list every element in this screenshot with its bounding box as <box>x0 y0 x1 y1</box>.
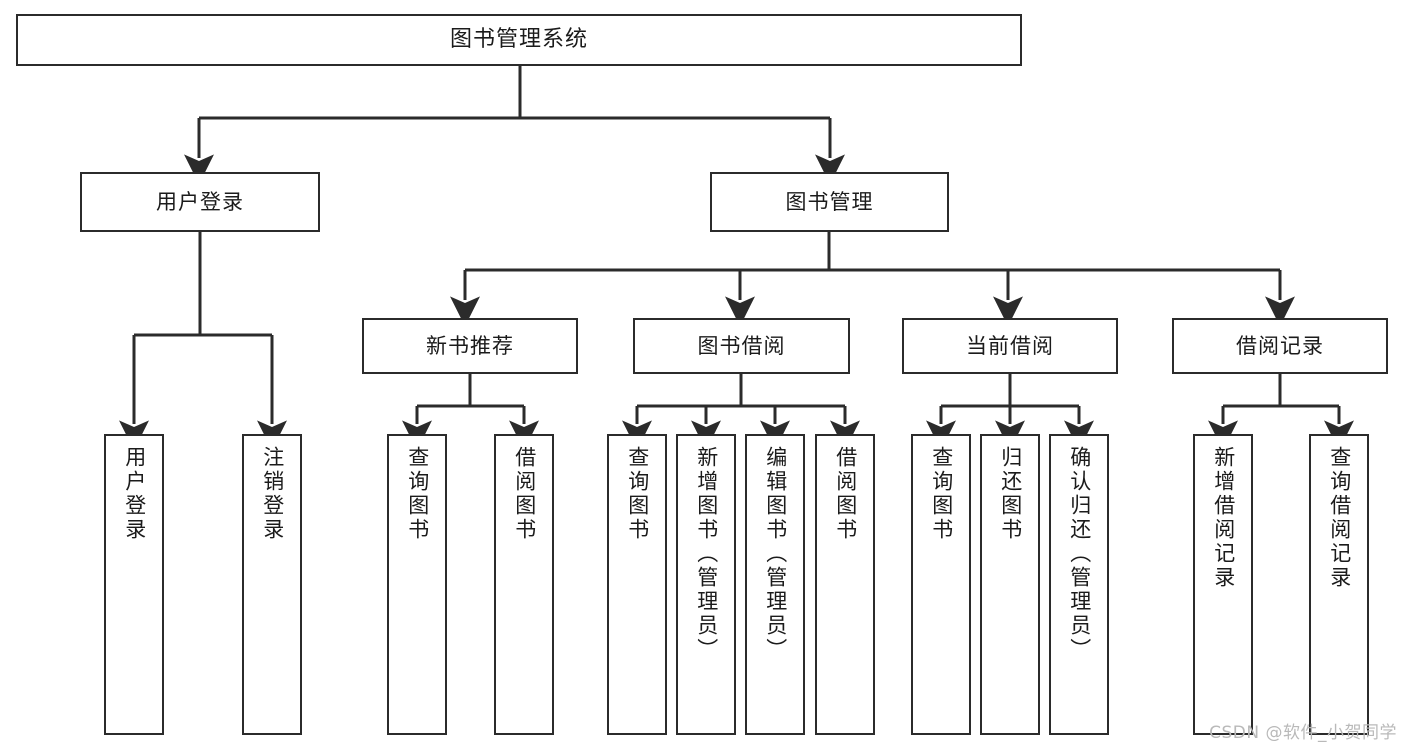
node-current-borrow-label: 当前借阅 <box>966 333 1054 358</box>
leaf-borrow-query-book[interactable]: 查询图书 <box>607 434 667 735</box>
leaf-current-confirm-return[interactable]: 确认归还（管理员） <box>1049 434 1109 735</box>
leaf-current-return-book[interactable]: 归还图书 <box>980 434 1040 735</box>
watermark: CSDN @软件_小贺同学 <box>1209 723 1397 743</box>
node-book-management[interactable]: 图书管理 <box>710 172 949 232</box>
node-book-borrow-label: 图书借阅 <box>697 333 786 358</box>
node-user-login[interactable]: 用户登录 <box>80 172 320 232</box>
leaf-borrow-edit-book-label: 编辑图书（管理员） <box>763 446 788 662</box>
leaf-record-add[interactable]: 新增借阅记录 <box>1193 434 1253 735</box>
node-current-borrow[interactable]: 当前借阅 <box>902 318 1118 374</box>
node-book-borrow[interactable]: 图书借阅 <box>633 318 850 374</box>
leaf-borrow-query-book-label: 查询图书 <box>625 446 650 542</box>
leaf-user-login[interactable]: 用户登录 <box>104 434 164 735</box>
node-root[interactable]: 图书管理系统 <box>16 14 1022 66</box>
node-user-login-label: 用户登录 <box>156 189 244 214</box>
leaf-user-logout[interactable]: 注销登录 <box>242 434 302 735</box>
leaf-borrow-add-book-label: 新增图书（管理员） <box>694 446 719 662</box>
node-book-management-label: 图书管理 <box>785 189 874 214</box>
leaf-borrow-borrow-book[interactable]: 借阅图书 <box>815 434 875 735</box>
leaf-recommend-borrow-book[interactable]: 借阅图书 <box>494 434 554 735</box>
node-borrow-record-label: 借阅记录 <box>1236 333 1324 358</box>
leaf-record-query[interactable]: 查询借阅记录 <box>1309 434 1369 735</box>
leaf-current-return-book-label: 归还图书 <box>998 446 1023 542</box>
node-new-book-recommend-label: 新书推荐 <box>426 333 514 358</box>
node-new-book-recommend[interactable]: 新书推荐 <box>362 318 578 374</box>
leaf-recommend-query-book[interactable]: 查询图书 <box>387 434 447 735</box>
leaf-recommend-query-book-label: 查询图书 <box>405 446 430 542</box>
leaf-borrow-edit-book[interactable]: 编辑图书（管理员） <box>745 434 805 735</box>
leaf-user-login-label: 用户登录 <box>122 446 147 542</box>
leaf-record-add-label: 新增借阅记录 <box>1211 446 1236 590</box>
leaf-recommend-borrow-book-label: 借阅图书 <box>512 446 537 542</box>
leaf-current-confirm-return-label: 确认归还（管理员） <box>1067 446 1092 662</box>
node-borrow-record[interactable]: 借阅记录 <box>1172 318 1388 374</box>
leaf-borrow-borrow-book-label: 借阅图书 <box>833 446 858 542</box>
node-root-label: 图书管理系统 <box>449 27 588 53</box>
leaf-current-query-book[interactable]: 查询图书 <box>911 434 971 735</box>
leaf-record-query-label: 查询借阅记录 <box>1327 446 1352 590</box>
leaf-borrow-add-book[interactable]: 新增图书（管理员） <box>676 434 736 735</box>
leaf-user-logout-label: 注销登录 <box>260 446 285 542</box>
leaf-current-query-book-label: 查询图书 <box>929 446 954 542</box>
